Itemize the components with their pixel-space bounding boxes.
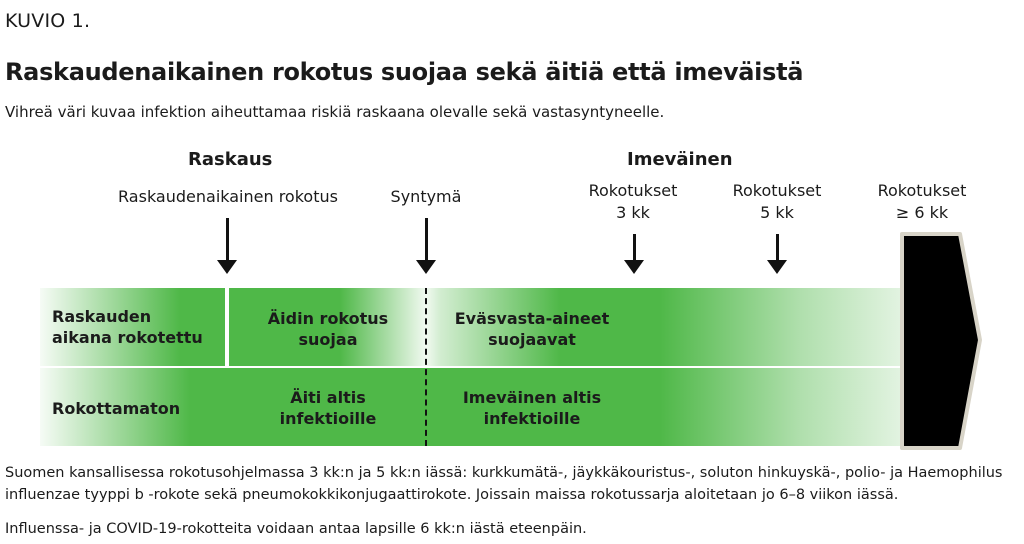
figure-subtitle: Vihreä väri kuvaa infektion aiheuttamaa … — [5, 103, 665, 121]
phase-infant: Imeväinen — [627, 149, 733, 170]
cell-antibody-protection: Eväsvasta-aineet suojaavat — [432, 308, 632, 350]
marker-6mo-age: ≥ 6 kk — [895, 203, 949, 222]
cell-mother-susceptible-line1: Äiti altis — [290, 388, 366, 407]
row-label-vaccinated: Raskauden aikana rokotettu — [52, 306, 203, 348]
marker-label-5mo: Rokotukset 5 kk — [717, 180, 837, 224]
timeline-end-arrow-icon — [900, 232, 982, 450]
cell-infant-susceptible-line1: Imeväinen altis — [462, 388, 602, 407]
row-label-vaccinated-line2: aikana rokotettu — [52, 328, 203, 347]
down-arrow-icon — [624, 234, 644, 274]
marker-label-birth: Syntymä — [390, 187, 462, 206]
birth-line — [425, 288, 427, 446]
marker-3mo-title: Rokotukset — [588, 181, 678, 200]
cell-antibody-protection-line2: suojaavat — [488, 330, 576, 349]
cell-mother-susceptible: Äiti altis infektioille — [248, 387, 408, 429]
cell-maternal-protection-line1: Äidin rokotus — [267, 309, 389, 328]
footnote-schedule: Suomen kansallisessa rokotusohjelmassa 3… — [5, 465, 1003, 503]
figure-title: Raskaudenaikainen rokotus suojaa sekä äi… — [5, 58, 804, 86]
marker-label-maternal-vaccination: Raskaudenaikainen rokotus — [118, 187, 338, 206]
phase-pregnancy: Raskaus — [188, 149, 273, 170]
row-label-vaccinated-line1: Raskauden — [52, 307, 152, 326]
marker-label-6mo: Rokotukset ≥ 6 kk — [862, 180, 982, 224]
row-unvaccinated-band — [40, 368, 906, 446]
marker-5mo-title: Rokotukset — [732, 181, 822, 200]
cell-mother-susceptible-line2: infektioille — [279, 409, 377, 428]
marker-3mo-age: 3 kk — [616, 203, 650, 222]
down-arrow-icon — [767, 234, 787, 274]
row-vaccinated-band — [40, 288, 906, 366]
vaccination-divider — [225, 288, 229, 366]
row-label-unvaccinated: Rokottamaton — [52, 399, 181, 418]
marker-label-3mo: Rokotukset 3 kk — [573, 180, 693, 224]
marker-5mo-age: 5 kk — [760, 203, 794, 222]
cell-infant-susceptible: Imeväinen altis infektioille — [432, 387, 632, 429]
footnote-influenza-covid: Influenssa- ja COVID-19-rokotteita voida… — [5, 521, 587, 537]
cell-maternal-protection-line2: suojaa — [298, 330, 358, 349]
marker-6mo-title: Rokotukset — [877, 181, 967, 200]
cell-infant-susceptible-line2: infektioille — [483, 409, 581, 428]
cell-antibody-protection-line1: Eväsvasta-aineet — [454, 309, 610, 328]
figure-kicker: KUVIO 1. — [5, 10, 91, 32]
down-arrow-icon — [217, 218, 237, 274]
down-arrow-icon — [416, 218, 436, 274]
cell-maternal-protection: Äidin rokotus suojaa — [248, 308, 408, 350]
